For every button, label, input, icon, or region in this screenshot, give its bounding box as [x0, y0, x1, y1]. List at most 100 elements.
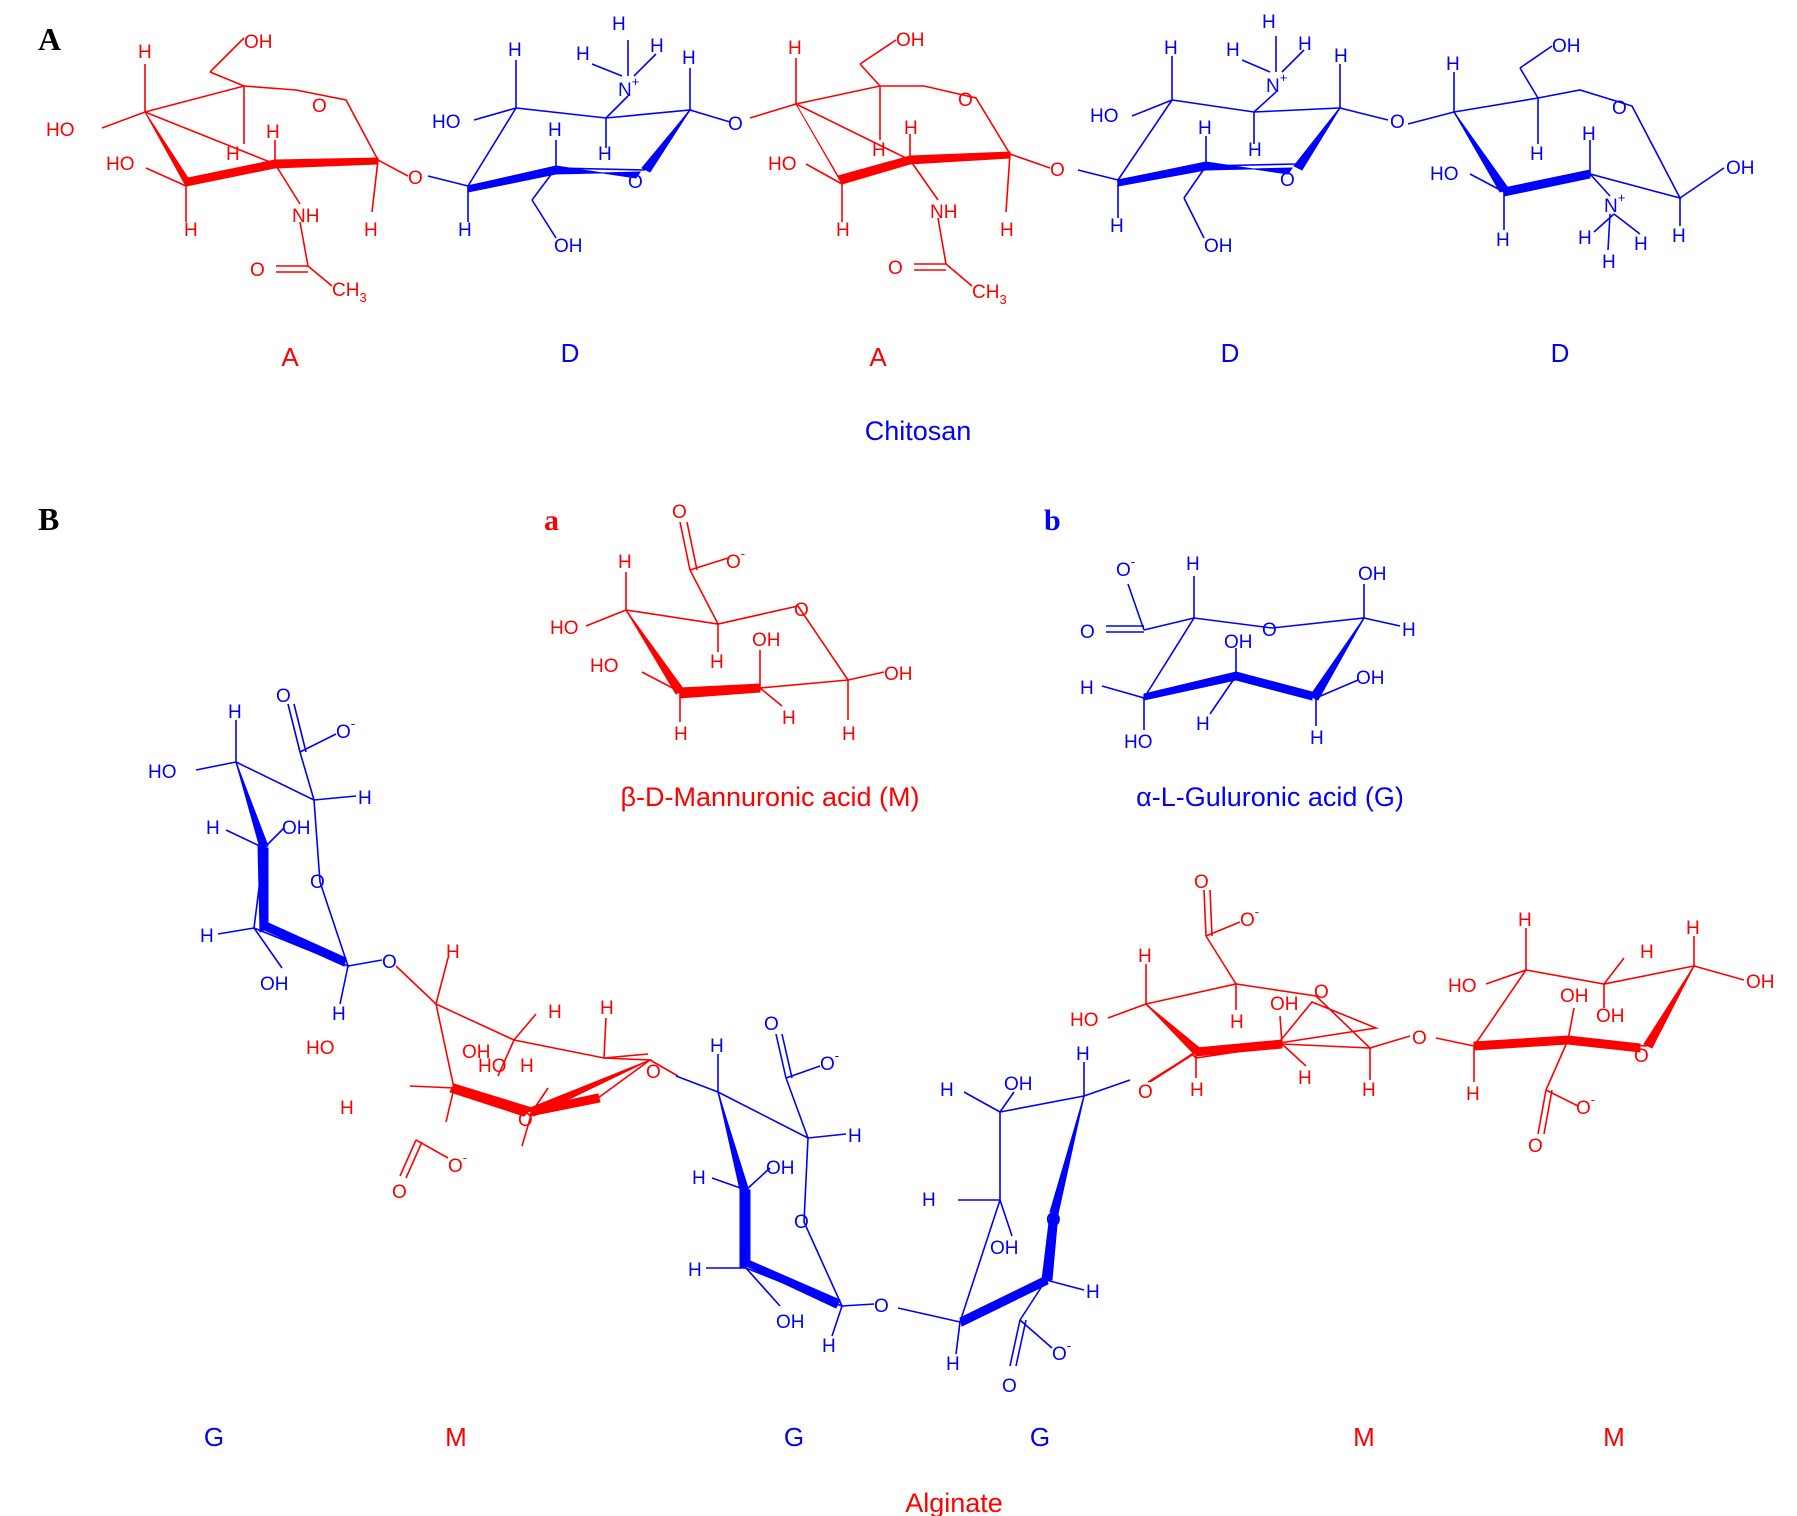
m1-atom-h4: H	[520, 1056, 534, 1077]
m1-atom-ho: HO	[306, 1038, 335, 1059]
m-atom-h4: H	[674, 724, 688, 745]
d2-atom-h7: H	[1334, 46, 1348, 67]
g-atom-ho: HO	[1124, 732, 1153, 753]
m1-atom-oh: OH	[462, 1042, 491, 1063]
a1-atom-h3: H	[266, 122, 280, 143]
g3-atom-oh2: OH	[990, 1238, 1019, 1259]
d2-ring-bold-edge	[1117, 161, 1207, 187]
panel-a-letter: A	[38, 21, 61, 57]
m2-ring-bold-edge	[1195, 1039, 1283, 1057]
d2-atom-h3: H	[1248, 140, 1262, 161]
m3-atom-h4: H	[1466, 1084, 1480, 1105]
chitosan-unit-d3: H OH O H H HO H N+ H H H H OH	[1407, 36, 1755, 273]
m1-atom-h: H	[446, 942, 460, 963]
a2-ring-bold-edge-2	[909, 151, 1011, 165]
g-atom-h4: H	[1196, 714, 1210, 735]
d3-atom-ho: HO	[1430, 164, 1459, 185]
alginate-unit-m3: H H H HO OH OH OH O H O- O	[1435, 910, 1775, 1157]
g1-atom-h3: H	[206, 818, 220, 839]
g2-atom-o-minus: O-	[820, 1048, 839, 1075]
g1-atom-o-link: O	[382, 952, 397, 973]
g1-ring-bold-edge-2	[259, 921, 347, 967]
g1-atom-h: H	[228, 702, 242, 723]
m-atom-o-ring: O	[794, 600, 809, 621]
d2-atom-ho: HO	[1090, 106, 1119, 127]
d3-atom-h4: H	[1496, 230, 1510, 251]
a1-atom-o-ring: O	[312, 96, 327, 117]
d3-ring-bold-edge	[1503, 169, 1591, 197]
a2-ring-bold-edge	[795, 103, 911, 185]
chitosan-unit-label-1: A	[281, 342, 299, 372]
d2-atom-n: N+	[1266, 70, 1287, 97]
guluronic-acid-structure: b O- H OH O O H OH H OH H H HO α-L-Gulur…	[1044, 504, 1416, 812]
m3-atom-o-ring: O	[1634, 1046, 1649, 1067]
m3-atom-oh: OH	[1560, 986, 1589, 1007]
g2-ring-wedge	[717, 1091, 749, 1191]
chitosan-unit-d2: HO H H H H H H N+ H O H OH O	[1077, 12, 1405, 257]
chitosan-unit-label-2: D	[561, 338, 580, 368]
m1-atom-o-minus: O-	[448, 1150, 467, 1177]
m2-atom-o-minus: O-	[1240, 904, 1259, 931]
m-atom-h3: H	[782, 708, 796, 729]
g2-atom-h5: H	[822, 1336, 836, 1357]
d1-ring-wedge	[641, 109, 691, 173]
d1-atom-ho: HO	[432, 112, 461, 133]
m3-atom-h2: H	[1640, 942, 1654, 963]
m3-atom-ho: HO	[1448, 976, 1477, 997]
g1-atom-oh: OH	[282, 818, 311, 839]
g1-atom-oh2: OH	[260, 974, 289, 995]
a1-ring-bold-edge-2	[274, 157, 379, 169]
chitosan-unit-label-5: D	[1551, 338, 1570, 368]
g1-atom-ho: HO	[148, 762, 177, 783]
m-atom-o-carbonyl: O	[672, 502, 687, 523]
g-atom-o-ring: O	[1262, 620, 1277, 641]
g2-ring-bold-edge	[739, 1187, 751, 1269]
g2-atom-h3: H	[692, 1168, 706, 1189]
m2-atom-ho: HO	[1070, 1010, 1099, 1031]
m-atom-oh: OH	[752, 630, 781, 651]
m2-atom-oh: OH	[1270, 994, 1299, 1015]
alginate-caption: Alginate	[905, 1488, 1003, 1516]
d2-ring-wedge	[1293, 107, 1341, 171]
m-atom-oh2: OH	[884, 664, 913, 685]
m1-ring-bold-edge-2	[529, 1093, 601, 1117]
a1-atom-h: H	[138, 42, 152, 63]
m-ring-bold-edge	[679, 683, 761, 699]
m1-atom-h5: H	[340, 1098, 354, 1119]
m3-atom-h: H	[1518, 910, 1532, 931]
a2-atom-nh: NH	[930, 202, 957, 223]
d2-atom-h: H	[1164, 38, 1178, 59]
d1-atom-h2: H	[548, 120, 562, 141]
g1-ring-bold-edge	[257, 845, 269, 933]
d3-atom-oh2: OH	[1726, 158, 1755, 179]
m1-atom-h3: H	[600, 998, 614, 1019]
m3-atom-o-minus: O-	[1576, 1092, 1595, 1119]
chitosan-unit-label-3: A	[869, 342, 887, 372]
m-atom-h: H	[618, 552, 632, 573]
d3-atom-h5: H	[1578, 228, 1592, 249]
d1-atom-o-link: O	[728, 114, 743, 135]
m2-atom-h5: H	[1362, 1080, 1376, 1101]
g2-atom-o-carbonyl: O	[764, 1014, 779, 1035]
g3-atom-h3: H	[922, 1190, 936, 1211]
chitosan-unit-a1: OH H HO O H H HO H NH H O CH3 O	[46, 32, 423, 305]
d1-ring-outline	[467, 107, 692, 187]
g-atom-o-minus: O-	[1116, 554, 1135, 581]
a1-ring-outline	[144, 85, 380, 165]
d1-ring-bold-edge-2	[555, 165, 641, 179]
m1-atom-o-ring: O	[518, 1110, 533, 1131]
a2-atom-h5: H	[1000, 220, 1014, 241]
m-atom-o-minus: O-	[726, 546, 745, 573]
d3-atom-h3: H	[1582, 124, 1596, 145]
g1-atom-h2: H	[358, 788, 372, 809]
d3-atom-o-ring: O	[1612, 98, 1627, 119]
g-ring-bold-edge-2	[1235, 671, 1313, 701]
m1-ring-bold-edge	[449, 1083, 533, 1117]
a2-atom-h3: H	[904, 118, 918, 139]
alginate-unit-label-5: M	[1353, 1422, 1375, 1452]
m-atom-h5: H	[842, 724, 856, 745]
alginate-unit-label-4: G	[1030, 1422, 1050, 1452]
d3-atom-h7: H	[1602, 252, 1616, 273]
